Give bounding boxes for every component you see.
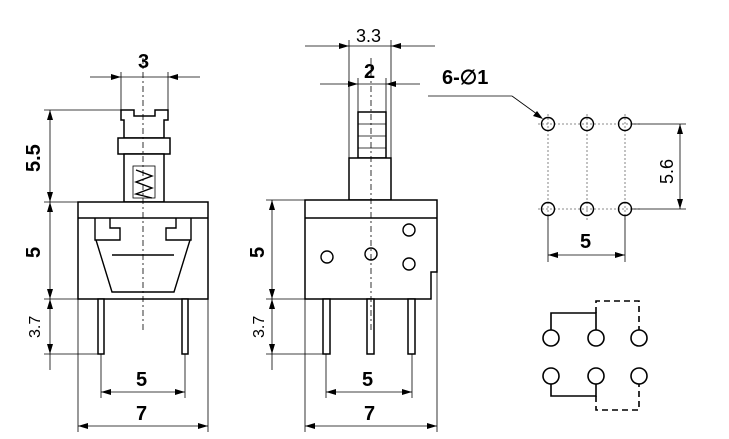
schematic-contact (587, 367, 605, 385)
footprint-dim-row-spacing: 5.6 (657, 159, 677, 184)
front-inner-left-notch (94, 218, 121, 241)
footprint-hole-spec: 6-∅1 (442, 67, 488, 89)
footprint-hole (540, 116, 556, 132)
footprint-hole (617, 201, 633, 217)
side-view: 3.3 2 5 3.7 5 7 (247, 26, 438, 432)
front-dim-pin-pitch: 5 (136, 369, 147, 391)
front-spring (133, 169, 154, 199)
schematic-link-bottom (550, 384, 597, 397)
schematic-link-bottom-alt (595, 384, 640, 411)
front-inner-right-notch (165, 218, 192, 241)
schematic-contact (630, 329, 648, 347)
front-view: 3 5.5 5 3.7 5 7 (23, 51, 209, 432)
side-dim-pin-length: 3.7 (251, 316, 268, 338)
front-actuator-stem (117, 137, 171, 155)
footprint-view: 6-∅1 5.6 5 (428, 67, 686, 262)
switch-schematic (542, 300, 648, 411)
side-hole (402, 257, 416, 271)
footprint-hole (540, 201, 556, 217)
side-actuator-tip (357, 111, 387, 159)
footprint-hole (617, 116, 633, 132)
side-dim-actuator-width: 2 (364, 61, 375, 83)
side-dim-body-width: 7 (364, 403, 375, 425)
footprint-dim-column-spacing: 5 (580, 231, 591, 253)
schematic-contact (630, 367, 648, 385)
front-dim-top-width: 3 (138, 51, 149, 73)
schematic-contact (542, 367, 560, 385)
footprint-hole (579, 116, 595, 132)
side-actuator-stem (348, 157, 392, 201)
front-dim-body-height: 5 (23, 247, 45, 258)
side-pin (366, 298, 375, 355)
front-pin-right (181, 298, 189, 355)
front-actuator-cap (120, 109, 169, 139)
schematic-link-top-alt (595, 300, 640, 330)
side-pin (407, 298, 416, 355)
schematic-contact (542, 329, 560, 347)
front-dim-pin-length: 3.7 (27, 316, 44, 338)
side-dim-body-height: 5 (247, 247, 269, 258)
side-pin (322, 298, 331, 355)
front-pin-left (97, 298, 105, 355)
front-dim-actuator-height: 5.5 (23, 144, 45, 172)
schematic-link-top (550, 312, 597, 330)
footprint-hole (579, 201, 595, 217)
side-hole (402, 223, 416, 237)
front-actuator-neck (123, 153, 165, 203)
front-dim-body-width: 7 (136, 403, 147, 425)
side-hole (320, 250, 334, 264)
front-spring-housing (132, 165, 156, 199)
side-dim-overall-top: 3.3 (356, 26, 381, 46)
schematic-contact (587, 329, 605, 347)
side-dim-pin-pitch: 5 (362, 369, 373, 391)
